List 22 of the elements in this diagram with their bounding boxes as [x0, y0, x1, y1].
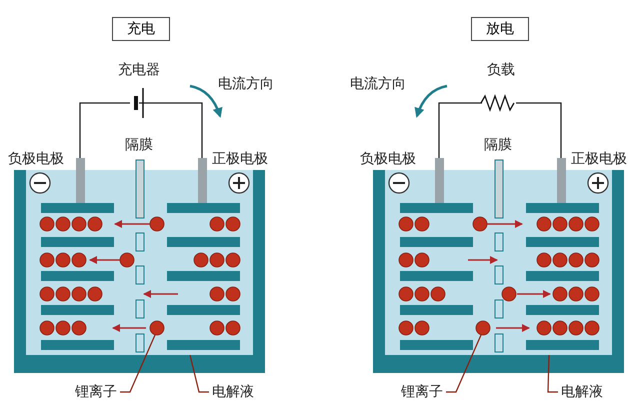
- component-label: 锂离子: [401, 384, 443, 400]
- charger-label: 充电器: [118, 62, 160, 78]
- component-label: 电解液: [561, 384, 603, 400]
- electrode-label: 正极电极: [571, 151, 627, 167]
- current-direction-label: 电流方向: [218, 76, 274, 92]
- separator-label: 隔膜: [484, 137, 512, 153]
- separator-label: 隔膜: [125, 137, 153, 153]
- electrode-label: 负极电极: [8, 151, 64, 167]
- current-direction-label: 电流方向: [350, 76, 406, 92]
- leader-line: [446, 334, 482, 393]
- mode-title: 放电: [471, 17, 529, 41]
- load-label: 负载: [487, 62, 515, 78]
- electrode-label: 正极电极: [212, 151, 268, 167]
- component-label: 锂离子: [75, 384, 117, 400]
- mode-title: 充电: [112, 17, 170, 41]
- component-label: 电解液: [212, 384, 254, 400]
- leader-line: [547, 354, 558, 393]
- leader-line: [120, 334, 156, 393]
- lithium-ion-icon: [150, 320, 164, 336]
- electrode-label: 负极电极: [360, 151, 416, 167]
- leader-line: [189, 354, 209, 393]
- lithium-ion-icon: [476, 320, 490, 336]
